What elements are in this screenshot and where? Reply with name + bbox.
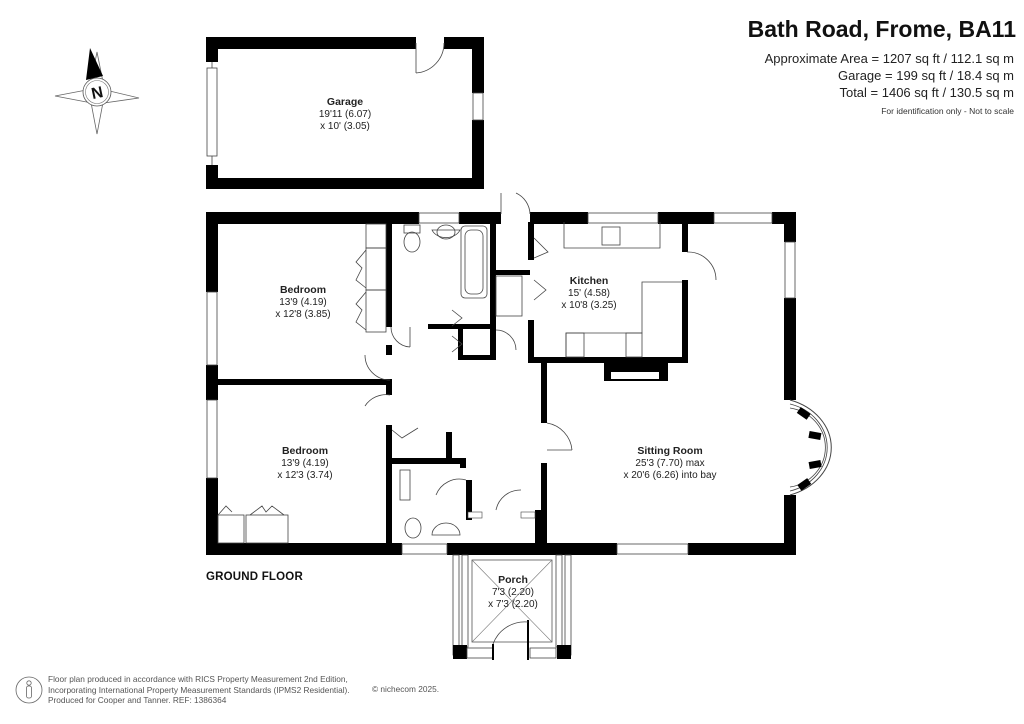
room-garage: Garage 19'11 (6.07) x 10' (3.05)	[319, 96, 371, 134]
room-porch: Porch 7'3 (2.20) x 7'3 (2.20)	[488, 574, 538, 612]
room-name: Porch	[498, 574, 528, 586]
footer-line-3: Produced for Cooper and Tanner. REF: 138…	[48, 695, 227, 705]
room-sitting-room: Sitting Room 25'3 (7.70) max x 20'6 (6.2…	[623, 445, 716, 483]
garage-walls	[206, 37, 484, 189]
total-area: Total = 1406 sq ft / 130.5 sq m	[839, 85, 1014, 100]
room-dim-width: x 12'3 (3.74)	[277, 470, 333, 481]
copyright: © nichecom 2025.	[372, 684, 439, 694]
room-dim-length: 13'9 (4.19)	[279, 296, 327, 308]
room-dim-length: 25'3 (7.70) max	[635, 457, 705, 469]
approximate-area: Approximate Area = 1207 sq ft / 112.1 sq…	[764, 51, 1014, 66]
room-name: Bedroom	[279, 284, 327, 296]
room-dim-width: x 7'3 (2.20)	[488, 599, 538, 610]
room-dim-length: 7'3 (2.20)	[492, 586, 534, 598]
house-walls	[206, 212, 832, 555]
room-dim-length: 19'11 (6.07)	[318, 108, 372, 120]
north-compass-icon: N	[54, 48, 140, 135]
room-dim-length: 13'9 (4.19)	[281, 457, 329, 469]
footer-line-2: Incorporating International Property Mea…	[48, 684, 350, 695]
room-name: Kitchen	[569, 275, 609, 287]
footer-notes: Floor plan produced in accordance with R…	[48, 674, 350, 706]
interior-walls	[206, 212, 688, 555]
room-name: Garage	[326, 96, 364, 108]
doors-and-fixtures	[217, 192, 717, 544]
room-dim-width: x 10' (3.05)	[320, 121, 370, 132]
room-bedroom-2: Bedroom 13'9 (4.19) x 12'3 (3.74)	[277, 445, 332, 483]
room-dim-width: x 10'8 (3.25)	[561, 300, 617, 311]
person-accessibility-icon	[15, 676, 43, 704]
footer-line-1: Floor plan produced in accordance with R…	[48, 674, 348, 684]
room-bedroom-1: Bedroom 13'9 (4.19) x 12'8 (3.85)	[275, 284, 330, 322]
room-name: Bedroom	[281, 445, 329, 457]
porch-walls	[452, 554, 572, 660]
room-kitchen: Kitchen 15' (4.58) x 10'8 (3.25)	[561, 275, 616, 313]
property-title: Bath Road, Frome, BA11	[747, 16, 1016, 42]
floor-label: GROUND FLOOR	[206, 571, 303, 583]
room-name: Sitting Room	[637, 445, 703, 457]
room-dim-length: 15' (4.58)	[568, 287, 610, 299]
garage-area: Garage = 199 sq ft / 18.4 sq m	[838, 68, 1014, 83]
scale-disclaimer: For identification only - Not to scale	[881, 106, 1014, 116]
room-dim-width: x 12'8 (3.85)	[275, 309, 331, 320]
room-dim-width: x 20'6 (6.26) into bay	[623, 470, 717, 481]
svg-text:N: N	[90, 84, 105, 103]
